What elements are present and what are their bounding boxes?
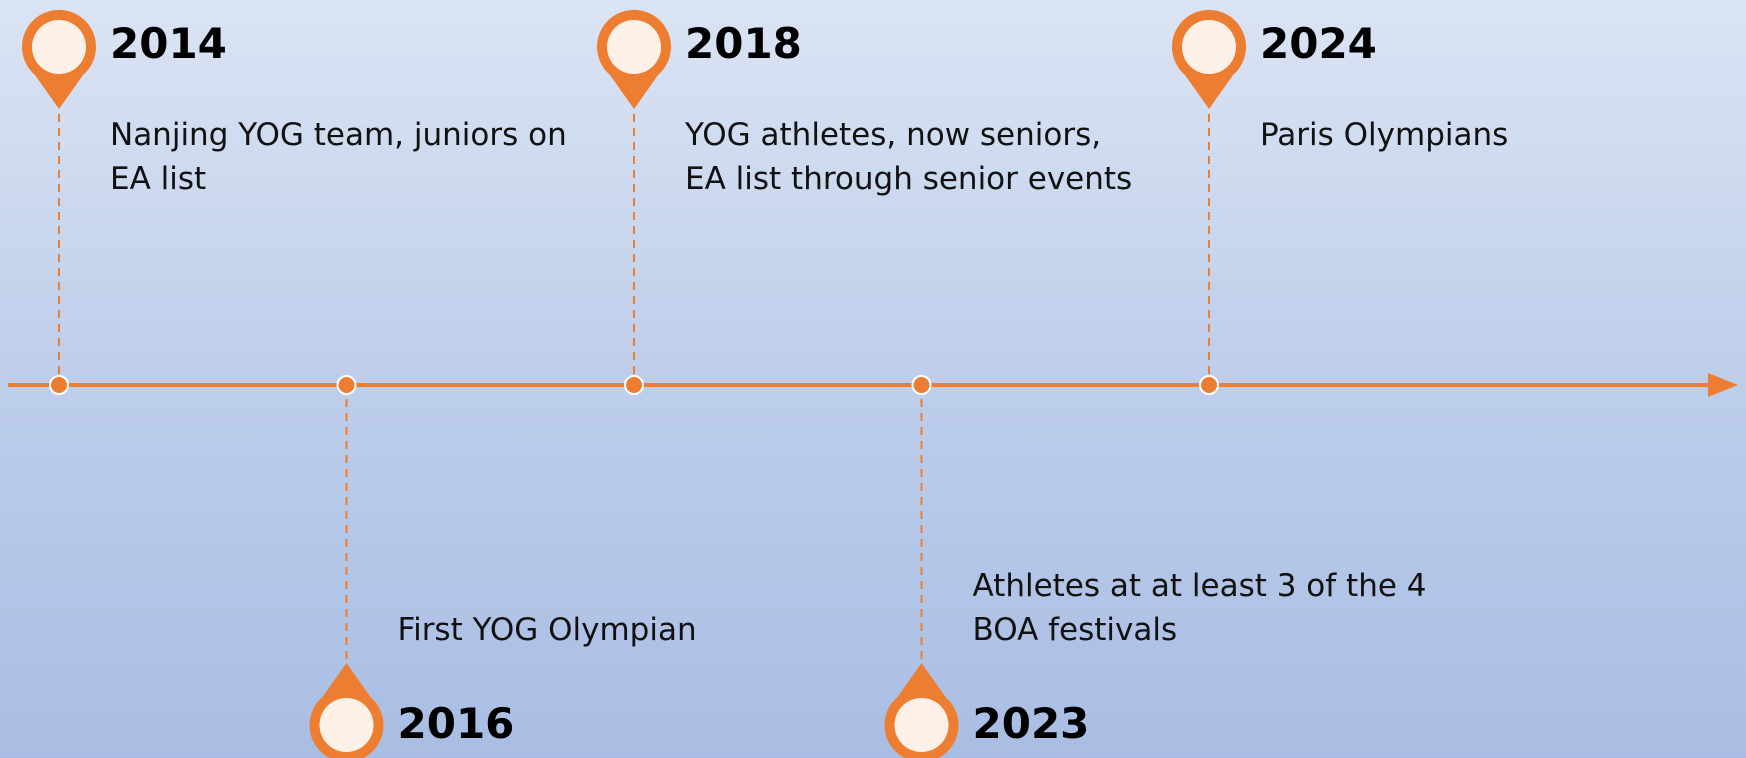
axis-marker-2016 bbox=[336, 375, 357, 395]
axis-marker-2018 bbox=[624, 375, 644, 395]
axis-marker-2014 bbox=[49, 375, 69, 395]
event-year-2016: 2016 bbox=[397, 699, 515, 748]
location-pin-center-2016 bbox=[319, 698, 374, 752]
event-year-2023: 2023 bbox=[972, 699, 1090, 748]
event-description-2024: Paris Olympians bbox=[1260, 117, 1509, 153]
location-pin-center-2014 bbox=[32, 20, 86, 74]
timeline-arrowhead bbox=[1708, 373, 1738, 397]
axis-marker-2024 bbox=[1199, 375, 1219, 395]
location-pin-center-2018 bbox=[607, 20, 661, 74]
location-pin-center-2023 bbox=[894, 698, 949, 752]
event-year-2014: 2014 bbox=[110, 19, 227, 68]
event-description-2023: Athletes at at least 3 of the 4 BOA fest… bbox=[972, 568, 1427, 648]
location-pin-center-2024 bbox=[1182, 20, 1236, 74]
event-description-2014: Nanjing YOG team, juniors on EA list bbox=[110, 117, 567, 197]
axis-marker-2023 bbox=[911, 375, 932, 395]
event-description-2018: YOG athletes, now seniors, EA list throu… bbox=[685, 117, 1133, 197]
event-description-2016: First YOG Olympian bbox=[397, 612, 697, 648]
event-year-2018: 2018 bbox=[685, 19, 802, 68]
event-year-2024: 2024 bbox=[1260, 19, 1377, 68]
